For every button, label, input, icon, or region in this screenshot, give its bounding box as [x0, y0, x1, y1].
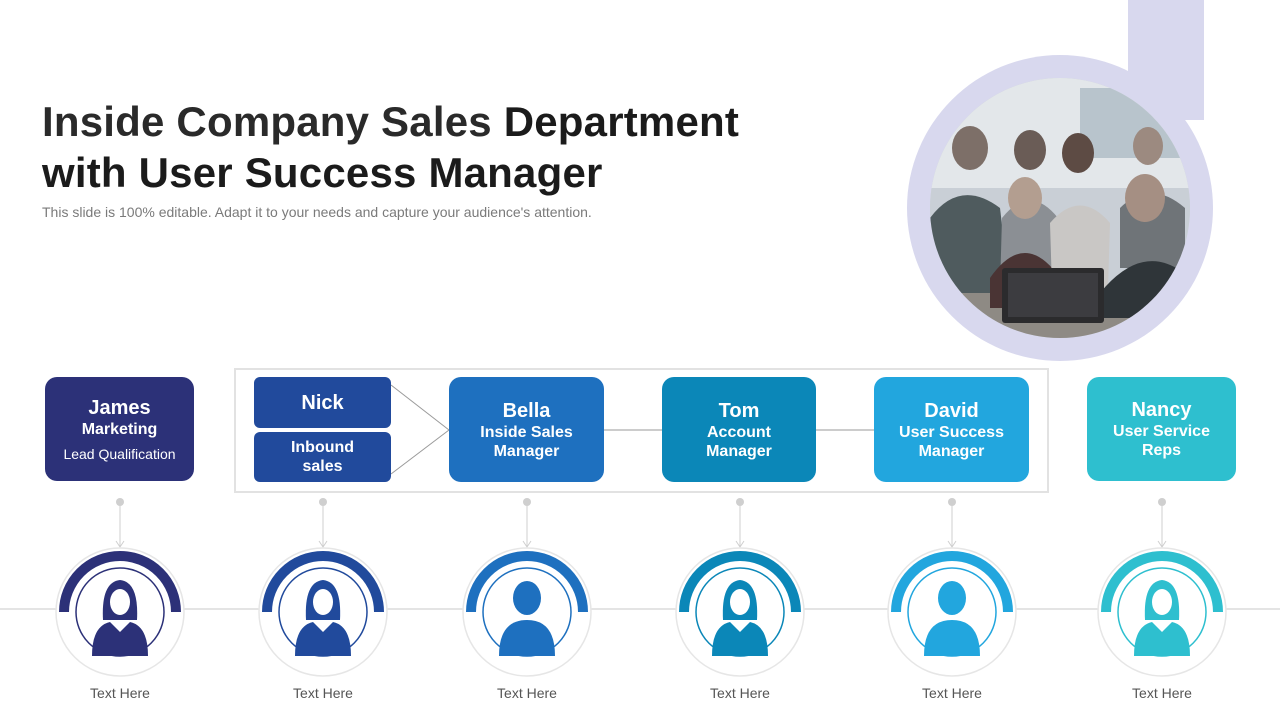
title-part-1: Inside Company Sales — [42, 98, 504, 145]
node-james-name: James — [88, 396, 151, 419]
avatar-outer-ring — [675, 547, 805, 677]
connector-dot — [736, 498, 744, 506]
avatar-outer-ring — [887, 547, 1017, 677]
head-shape — [938, 581, 966, 615]
node-nancy-name: Nancy — [1131, 399, 1192, 421]
avatar-6 — [1097, 498, 1227, 677]
node-bella: Bella Inside Sales Manager — [449, 377, 604, 482]
avatar-inner-circle — [907, 567, 997, 657]
avatar-inner-circle — [1117, 567, 1207, 657]
avatar-accent-arc — [891, 551, 1013, 613]
avatar-3 — [462, 498, 592, 677]
team-photo-image — [930, 78, 1190, 338]
avatar-accent-arc — [679, 551, 801, 613]
avatar-inner-circle — [75, 567, 165, 657]
female-user-icon — [92, 580, 148, 656]
body-shape — [92, 622, 148, 656]
node-tom-role: Account Manager — [706, 423, 772, 460]
hair-shape — [1144, 580, 1180, 620]
user-icon — [499, 581, 555, 656]
node-nick-role: Inbound sales — [254, 432, 391, 482]
node-nancy-role: User Service Reps — [1113, 423, 1210, 459]
avatar-4 — [675, 498, 805, 677]
avatar-caption-2: Text Here — [293, 685, 353, 701]
avatar-1 — [55, 498, 185, 677]
node-david-role: User Success Manager — [899, 423, 1004, 460]
avatar-caption-3: Text Here — [497, 685, 557, 701]
face-shape — [313, 589, 333, 615]
avatar-outer-ring — [1097, 547, 1227, 677]
page-subtitle: This slide is 100% editable. Adapt it to… — [42, 204, 592, 220]
face-shape — [110, 589, 130, 615]
node-james-sub: Lead Qualification — [63, 445, 176, 462]
connector-arrow — [1157, 540, 1167, 548]
user-icon — [924, 581, 980, 656]
face-shape — [1152, 589, 1172, 615]
node-tom-name: Tom — [718, 399, 760, 422]
avatar-caption-4: Text Here — [710, 685, 770, 701]
node-bella-role: Inside Sales Manager — [480, 423, 573, 460]
body-shape — [712, 622, 768, 656]
connector-dot — [1158, 498, 1166, 506]
avatar-accent-arc — [466, 551, 588, 613]
node-nancy: Nancy User Service Reps — [1087, 377, 1236, 481]
female-user-icon — [1134, 580, 1190, 656]
node-tom: Tom Account Manager — [662, 377, 816, 482]
avatar-inner-circle — [695, 567, 785, 657]
title-part-2: Department with User Success Manager — [42, 98, 740, 196]
body-shape — [1134, 622, 1190, 656]
node-nick-name: Nick — [301, 391, 344, 414]
node-bella-name: Bella — [502, 399, 551, 422]
connector-arrow — [735, 540, 745, 548]
avatar-outer-ring — [258, 547, 388, 677]
node-james-role: Marketing — [81, 420, 158, 438]
hair-shape — [722, 580, 758, 620]
node-james: James Marketing Lead Qualification — [45, 377, 194, 481]
team-photo — [930, 78, 1190, 338]
connector-dot — [319, 498, 327, 506]
head-shape — [513, 581, 541, 615]
node-nick: Nick — [254, 377, 391, 428]
avatar-outer-ring — [55, 547, 185, 677]
avatar-2 — [258, 498, 388, 677]
avatar-outer-ring — [462, 547, 592, 677]
node-david: David User Success Manager — [874, 377, 1029, 482]
avatar-caption-5: Text Here — [922, 685, 982, 701]
hair-shape — [102, 580, 138, 620]
body-shape — [499, 620, 555, 656]
avatar-caption-1: Text Here — [90, 685, 150, 701]
connector-arrow — [318, 540, 328, 548]
female-user-icon — [295, 580, 351, 656]
avatar-caption-6: Text Here — [1132, 685, 1192, 701]
avatar-accent-arc — [1101, 551, 1223, 613]
node-nick-role-text: Inbound sales — [290, 439, 355, 475]
connector-arrow — [947, 540, 957, 548]
body-shape — [924, 620, 980, 656]
avatar-inner-circle — [482, 567, 572, 657]
connector-arrow — [522, 540, 532, 548]
body-shape — [295, 622, 351, 656]
page-title: Inside Company Sales Department with Use… — [42, 96, 802, 198]
hair-shape — [305, 580, 341, 620]
avatar-5 — [887, 498, 1017, 677]
avatar-accent-arc — [262, 551, 384, 613]
avatar-inner-circle — [278, 567, 368, 657]
connector-dot — [116, 498, 124, 506]
female-user-icon — [712, 580, 768, 656]
node-david-name: David — [924, 399, 979, 422]
connector-dot — [948, 498, 956, 506]
avatar-accent-arc — [59, 551, 181, 613]
avatar-layer — [55, 498, 1227, 677]
connector-arrow — [115, 540, 125, 548]
face-shape — [730, 589, 750, 615]
connector-dot — [523, 498, 531, 506]
